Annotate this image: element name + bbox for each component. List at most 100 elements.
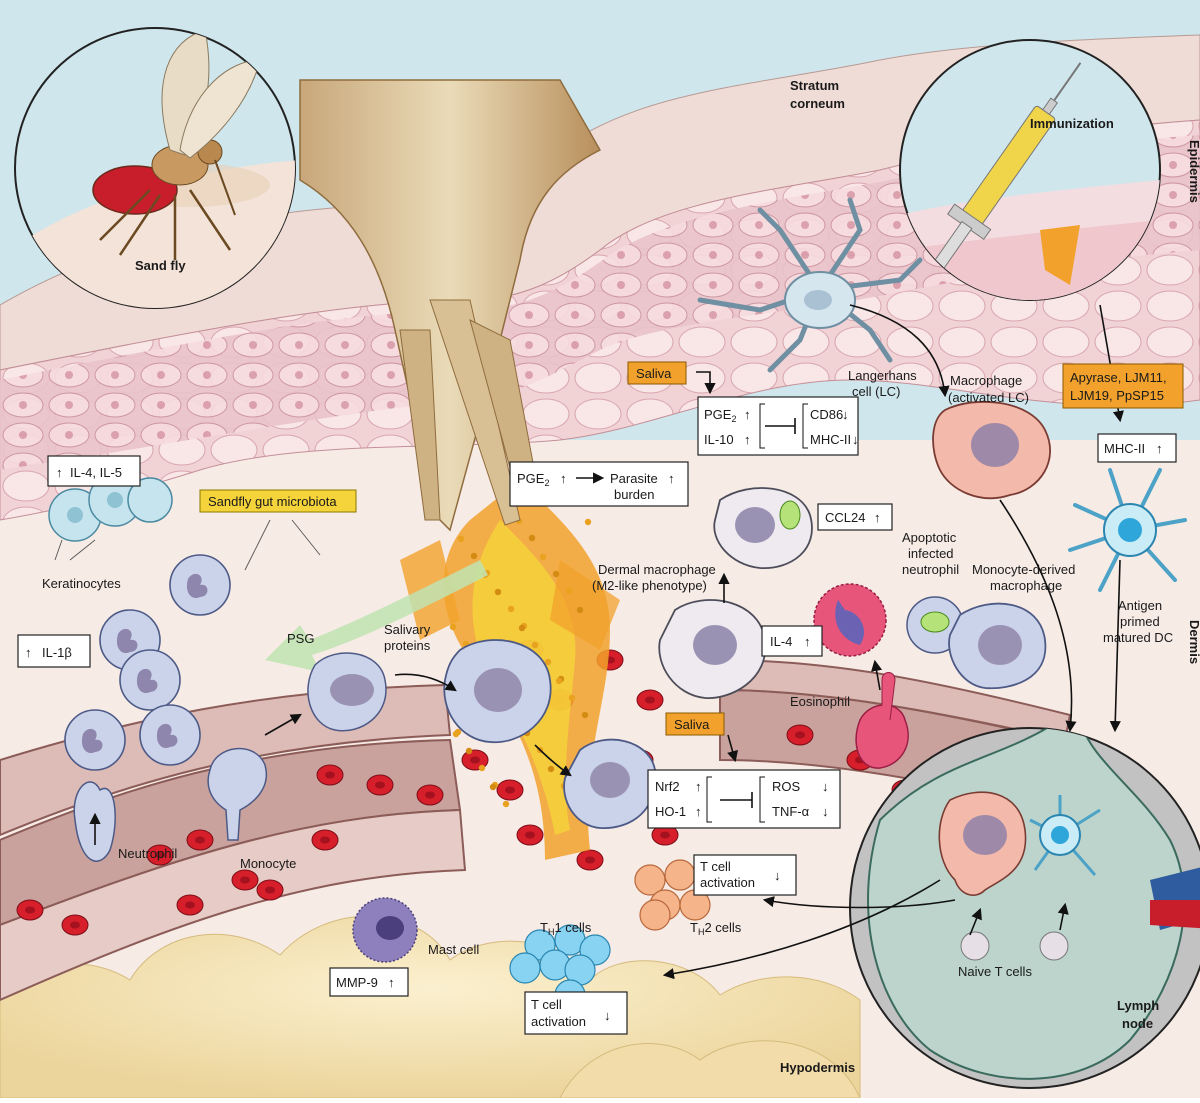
- red-blood-cell-center: [240, 876, 250, 884]
- t-cell: [664, 859, 696, 891]
- red-blood-cell-center: [320, 836, 330, 844]
- th2-label: TH2 cells: [690, 920, 742, 937]
- red-blood-cell-center: [265, 886, 275, 894]
- saliva-particle: [502, 800, 510, 808]
- red-blood-cell-center: [185, 901, 195, 909]
- svg-text:↓: ↓: [852, 432, 859, 447]
- dermal-macrophage-label-1: Dermal macrophage: [598, 562, 716, 577]
- saliva-particle: [584, 518, 592, 526]
- svg-text:↑: ↑: [25, 645, 32, 660]
- neutrophil: [64, 709, 126, 771]
- svg-text:IL-4: IL-4: [770, 634, 792, 649]
- langerhans-label-1: Langerhans: [848, 368, 917, 383]
- neutrophil: [119, 649, 181, 711]
- t-cell: [634, 864, 666, 896]
- svg-text:↑: ↑: [744, 432, 751, 447]
- box-ccl24: CCL24 ↑: [817, 503, 893, 531]
- svg-text:PGE2: PGE2: [517, 471, 549, 488]
- antigen-label-2: primed: [1120, 614, 1160, 629]
- svg-text:↓: ↓: [774, 868, 781, 883]
- svg-text:activation: activation: [531, 1014, 586, 1029]
- saliva-particle: [565, 587, 573, 595]
- th1-label: TH1 cells: [540, 920, 592, 937]
- stratum-label-1: Stratum: [790, 78, 839, 93]
- langerhans-cell: [697, 197, 923, 373]
- red-blood-cell-center: [425, 791, 435, 799]
- sand-fly-inset: Sand fly: [14, 27, 296, 309]
- saliva-particle: [478, 764, 486, 772]
- dermis-label: Dermis: [1187, 620, 1200, 664]
- red-blood-cell-center: [325, 771, 335, 779]
- neutrophil: [169, 554, 231, 616]
- red-blood-cell-center: [25, 906, 35, 914]
- svg-text:↓: ↓: [822, 804, 829, 819]
- svg-text:↓: ↓: [842, 407, 849, 422]
- psg-label: PSG: [287, 631, 314, 646]
- infected-macrophage: [713, 487, 813, 569]
- svg-text:↑: ↑: [388, 975, 395, 990]
- svg-text:↑: ↑: [56, 465, 63, 480]
- svg-text:IL-4, IL-5: IL-4, IL-5: [70, 465, 122, 480]
- svg-text:↓: ↓: [604, 1008, 611, 1023]
- monocyte-migrating: [307, 652, 387, 732]
- red-blood-cell-center: [195, 836, 205, 844]
- hypodermis-label: Hypodermis: [780, 1060, 855, 1075]
- lymph-node-label-1: Lymph: [1117, 998, 1159, 1013]
- t-cell: [639, 899, 671, 931]
- svg-text:IL-10: IL-10: [704, 432, 734, 447]
- hypodermis-fat: [0, 915, 861, 1099]
- svg-text:IL-1β: IL-1β: [42, 645, 72, 660]
- mast-cell-label: Mast cell: [428, 942, 479, 957]
- red-blood-cell-center: [470, 756, 480, 764]
- svg-text:CCL24: CCL24: [825, 510, 865, 525]
- saliva-particle: [544, 658, 552, 666]
- box-mhcii-dc: MHC-II ↑: [1097, 433, 1177, 463]
- svg-text:HO-1: HO-1: [655, 804, 686, 819]
- box-nrf2-ho1-ros-tnfa: Nrf2 ↑ HO-1 ↑ ROS ↓ TNF-α ↓: [647, 769, 841, 829]
- box-saliva-top: Saliva: [627, 361, 687, 385]
- svg-text:↑: ↑: [668, 471, 675, 486]
- svg-text:Sandfly gut microbiota: Sandfly gut microbiota: [208, 494, 337, 509]
- saliva-particle: [452, 730, 460, 738]
- svg-text:MHC-II: MHC-II: [1104, 441, 1145, 456]
- box-tcell-activation-bottom: T cell activation ↓: [524, 991, 628, 1035]
- saliva-particle: [552, 570, 560, 578]
- saliva-particle: [465, 747, 473, 755]
- macrophage-lc-label-2: (activated LC): [948, 390, 1029, 405]
- antigen-label-3: matured DC: [1103, 630, 1173, 645]
- keratinocytes: [48, 473, 173, 542]
- neutrophil-cluster: [64, 554, 231, 771]
- red-blood-cell-center: [375, 781, 385, 789]
- langerhans-label-2: cell (LC): [852, 384, 900, 399]
- svg-text:↑: ↑: [695, 779, 702, 794]
- antigen-primed-dc: [1068, 468, 1187, 592]
- macrophage-lc-label-1: Macrophage: [950, 373, 1022, 388]
- monocyte-label: Monocyte: [240, 856, 296, 871]
- box-sandfly-gut: Sandfly gut microbiota: [199, 489, 357, 513]
- sand-fly-proboscis: [299, 79, 602, 532]
- saliva-particle: [489, 783, 497, 791]
- box-mmp9: MMP-9 ↑: [329, 967, 409, 997]
- monocyte: [207, 748, 268, 841]
- svg-text:ROS: ROS: [772, 779, 801, 794]
- flow-arrows: [54, 304, 1124, 980]
- svg-text:↑: ↑: [804, 634, 811, 649]
- stratum-label-2: corneum: [790, 96, 845, 111]
- svg-text:MMP-9: MMP-9: [336, 975, 378, 990]
- svg-text:activation: activation: [700, 875, 755, 890]
- naive-t-label: Naive T cells: [958, 964, 1032, 979]
- dermal-macrophage-label-2: (M2-like phenotype): [592, 578, 707, 593]
- box-il4-il5: ↑ IL-4, IL-5: [47, 455, 141, 487]
- svg-text:↑: ↑: [744, 407, 751, 422]
- eosinophil-2: [855, 672, 909, 769]
- box-pge2-parasite: PGE2 ↑ Parasite burden ↑: [509, 461, 689, 507]
- svg-text:↓: ↓: [822, 779, 829, 794]
- neutrophil: [139, 704, 201, 766]
- saliva-particle: [576, 606, 584, 614]
- salivary-macrophage-2: [563, 738, 657, 829]
- box-il4: IL-4 ↑: [761, 625, 823, 657]
- svg-text:Apyrase, LJM11,: Apyrase, LJM11,: [1070, 370, 1167, 385]
- svg-text:Saliva: Saliva: [674, 717, 710, 732]
